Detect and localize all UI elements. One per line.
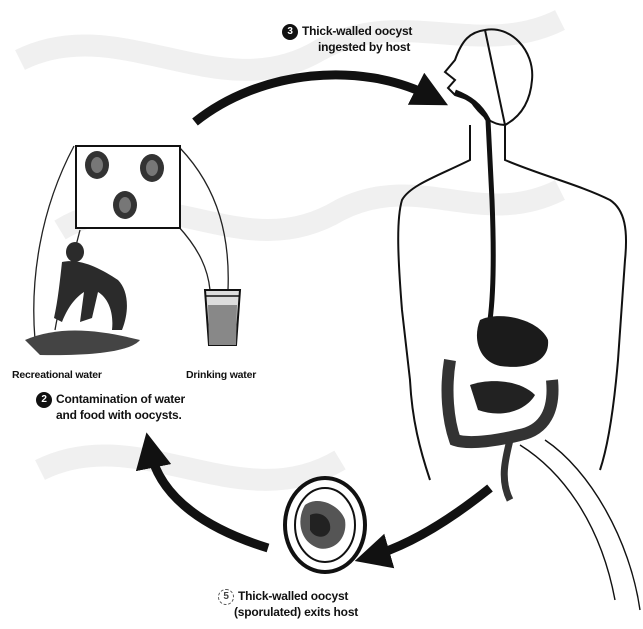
step-2-badge: 2 <box>36 392 52 408</box>
drinking-water-label: Drinking water <box>186 368 256 383</box>
sporulated-oocyst <box>285 478 365 572</box>
step-3-badge: 3 <box>282 24 298 40</box>
recreational-water-label: Recreational water <box>12 368 102 383</box>
arrow-exit <box>372 488 490 556</box>
drinking-glass <box>205 290 240 345</box>
step-5-badge: 5 <box>218 589 234 605</box>
swimmer-figure <box>25 242 140 355</box>
arrow-ingestion <box>195 75 432 122</box>
oocyst-box <box>76 146 180 228</box>
